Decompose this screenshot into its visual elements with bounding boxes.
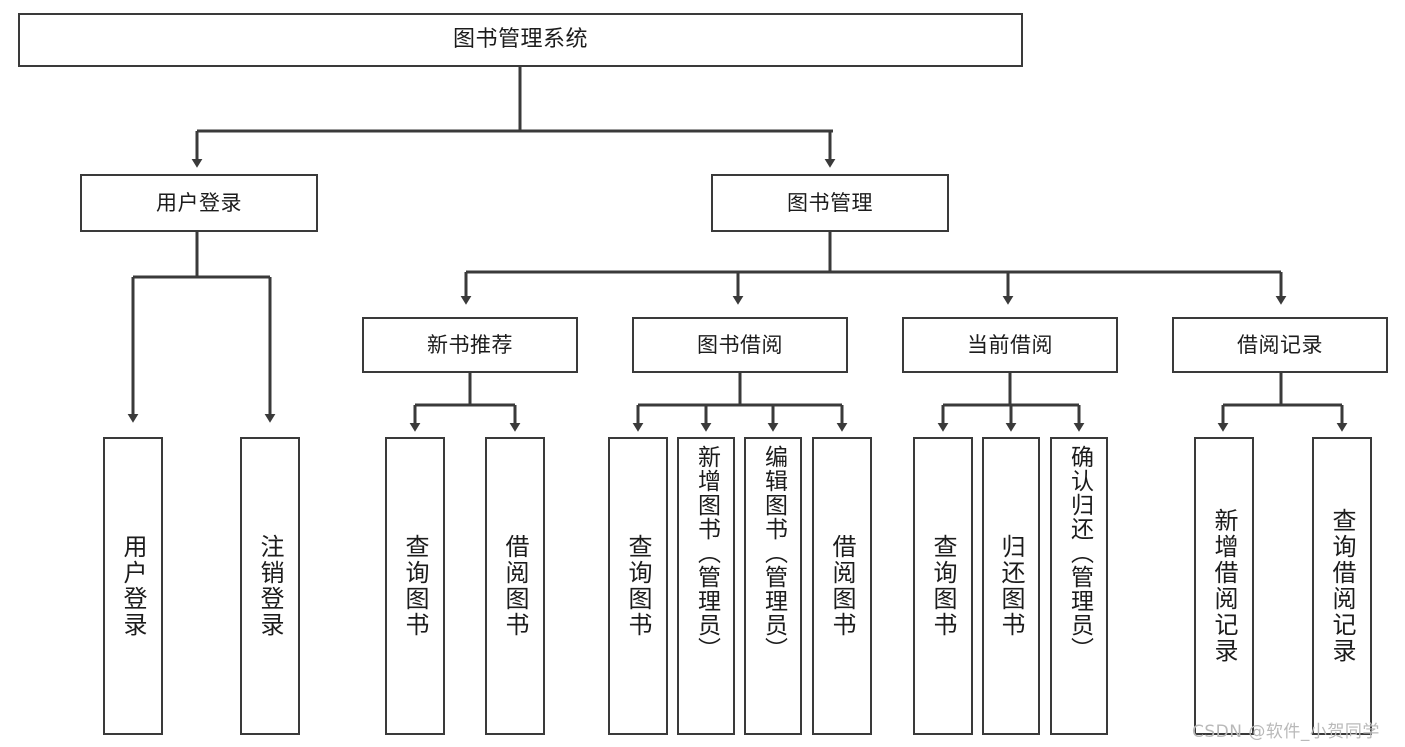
node-label: 借阅图书 [501, 534, 529, 638]
node-root-book-management-system[interactable]: 图书管理系统 [18, 13, 1023, 67]
node-book-management[interactable]: 图书管理 [711, 174, 949, 232]
node-label: 图书借阅 [697, 332, 783, 357]
node-new-book-recommend[interactable]: 新书推荐 [362, 317, 578, 373]
node-label: 借阅图书 [828, 534, 856, 638]
leaf-user-login[interactable]: 用户登录 [103, 437, 163, 735]
csdn-watermark: CSDN @软件_小贺同学 [1192, 722, 1380, 742]
node-current-borrow[interactable]: 当前借阅 [902, 317, 1118, 373]
node-label: 用户登录 [119, 534, 147, 638]
node-label: 归还图书 [997, 534, 1025, 638]
leaf-return-book[interactable]: 归还图书 [982, 437, 1040, 735]
node-label: 编辑图书（管理员） [760, 445, 787, 661]
leaf-query-book-3[interactable]: 查询图书 [913, 437, 973, 735]
node-book-borrow[interactable]: 图书借阅 [632, 317, 848, 373]
node-user-login[interactable]: 用户登录 [80, 174, 318, 232]
node-borrow-record[interactable]: 借阅记录 [1172, 317, 1388, 373]
leaf-edit-book[interactable]: 编辑图书（管理员） [744, 437, 802, 735]
node-label: 注销登录 [256, 534, 284, 638]
leaf-query-book-1[interactable]: 查询图书 [385, 437, 445, 735]
leaf-confirm-return[interactable]: 确认归还（管理员） [1050, 437, 1108, 735]
leaf-add-book[interactable]: 新增图书（管理员） [677, 437, 735, 735]
node-label: 确认归还（管理员） [1066, 445, 1093, 661]
node-label: 新书推荐 [427, 332, 513, 357]
node-label: 新增借阅记录 [1210, 508, 1238, 664]
node-label: 图书管理 [787, 190, 873, 215]
node-label: 当前借阅 [967, 332, 1053, 357]
node-label: 借阅记录 [1237, 332, 1323, 357]
node-label: 查询图书 [929, 534, 957, 638]
leaf-add-record[interactable]: 新增借阅记录 [1194, 437, 1254, 735]
leaf-query-book-2[interactable]: 查询图书 [608, 437, 668, 735]
node-label: 查询借阅记录 [1328, 508, 1356, 664]
leaf-logout-login[interactable]: 注销登录 [240, 437, 300, 735]
node-label: 用户登录 [156, 190, 242, 215]
node-label: 查询图书 [401, 534, 429, 638]
node-label: 查询图书 [624, 534, 652, 638]
leaf-borrow-book-1[interactable]: 借阅图书 [485, 437, 545, 735]
node-label: 图书管理系统 [452, 27, 588, 53]
leaf-query-record[interactable]: 查询借阅记录 [1312, 437, 1372, 735]
node-label: 新增图书（管理员） [693, 445, 720, 661]
leaf-borrow-book-2[interactable]: 借阅图书 [812, 437, 872, 735]
